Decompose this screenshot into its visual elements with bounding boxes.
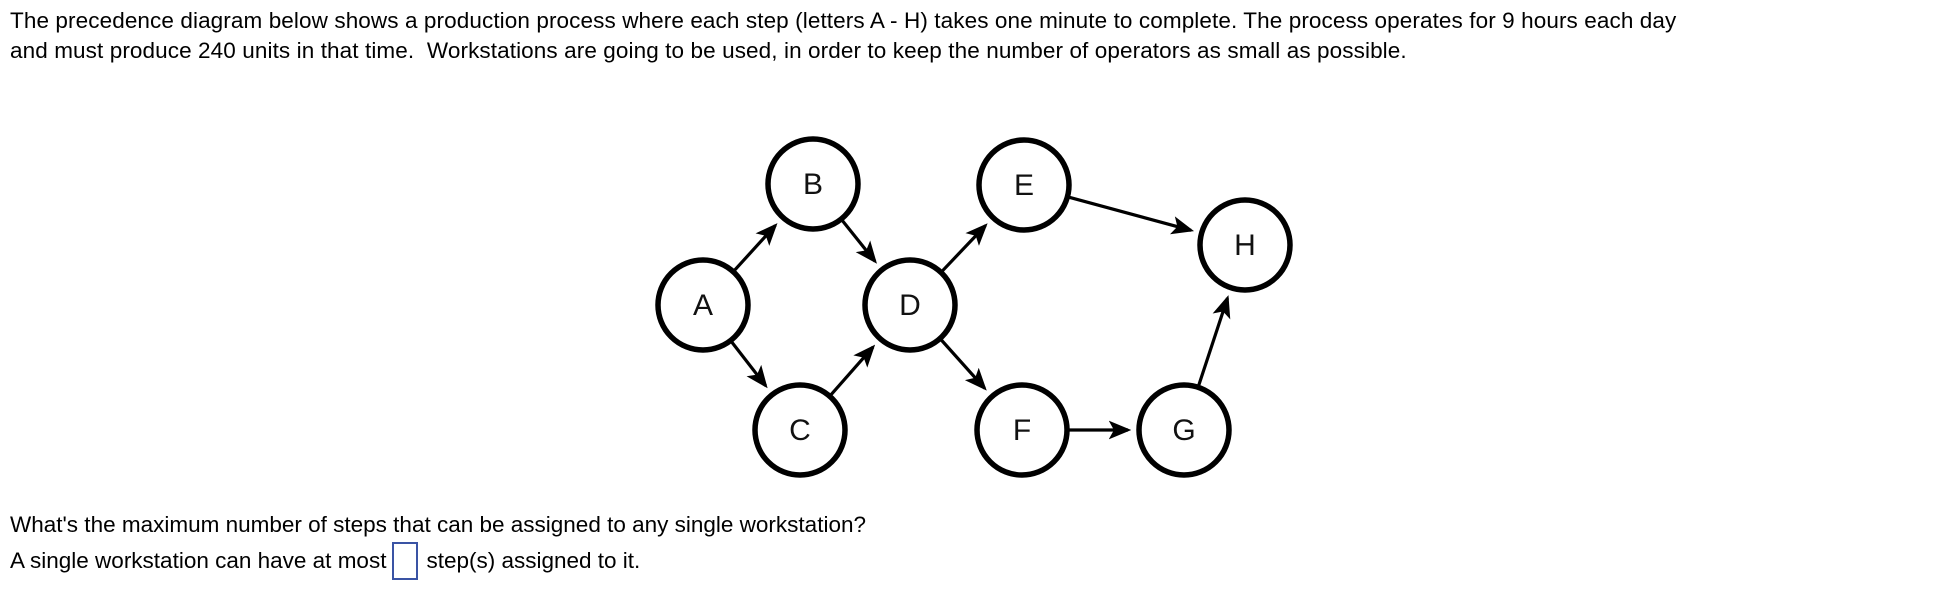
node-a: A <box>655 257 751 353</box>
node-label-a: A <box>693 289 713 322</box>
precedence-diagram: A B C D E F G H <box>0 95 1942 495</box>
edge-c-to-d <box>829 344 876 396</box>
edge-a-to-b <box>733 223 778 272</box>
node-h: H <box>1197 197 1293 293</box>
node-circle-f <box>974 382 1070 478</box>
question-text: What's the maximum number of steps that … <box>10 512 866 537</box>
node-c: C <box>752 382 848 478</box>
answer-input[interactable] <box>392 542 419 580</box>
node-circle-e <box>976 137 1072 233</box>
problem-statement: The precedence diagram below shows a pro… <box>10 6 1935 66</box>
answer-line: A single workstation can have at most st… <box>10 542 1510 580</box>
node-circle-d <box>862 257 958 353</box>
node-label-b: B <box>803 168 823 201</box>
node-label-d: D <box>899 289 921 322</box>
problem-statement-line-2: and must produce 240 units in that time.… <box>10 38 1407 63</box>
node-circle-g <box>1136 382 1232 478</box>
precedence-diagram-svg: A B C D E F G H <box>655 136 1293 478</box>
edge-a-to-c <box>730 341 768 389</box>
node-label-f: F <box>1013 414 1031 447</box>
node-circle-c <box>752 382 848 478</box>
edge-e-to-h <box>1068 195 1195 235</box>
node-label-c: C <box>789 414 811 447</box>
node-layer: A B C D E F G H <box>655 136 1293 478</box>
node-circle-h <box>1197 197 1293 293</box>
edge-d-to-e <box>941 223 988 273</box>
answer-prefix-label: A single workstation can have at most <box>10 548 387 573</box>
node-b: B <box>765 136 861 232</box>
node-label-g: G <box>1172 414 1195 447</box>
node-g: G <box>1136 382 1232 478</box>
node-e: E <box>976 137 1072 233</box>
edge-d-to-f <box>940 338 987 391</box>
answer-suffix-label: step(s) assigned to it. <box>426 548 641 573</box>
node-circle-b <box>765 136 861 232</box>
edge-b-to-d <box>841 219 877 264</box>
edge-g-to-h <box>1197 295 1231 386</box>
problem-statement-line-1: The precedence diagram below shows a pro… <box>10 8 1677 33</box>
node-circle-a <box>655 257 751 353</box>
question-block: What's the maximum number of steps that … <box>10 508 1510 580</box>
node-d: D <box>862 257 958 353</box>
node-label-e: E <box>1014 169 1034 202</box>
node-label-h: H <box>1234 229 1256 262</box>
edge-layer <box>730 195 1231 440</box>
node-f: F <box>974 382 1070 478</box>
